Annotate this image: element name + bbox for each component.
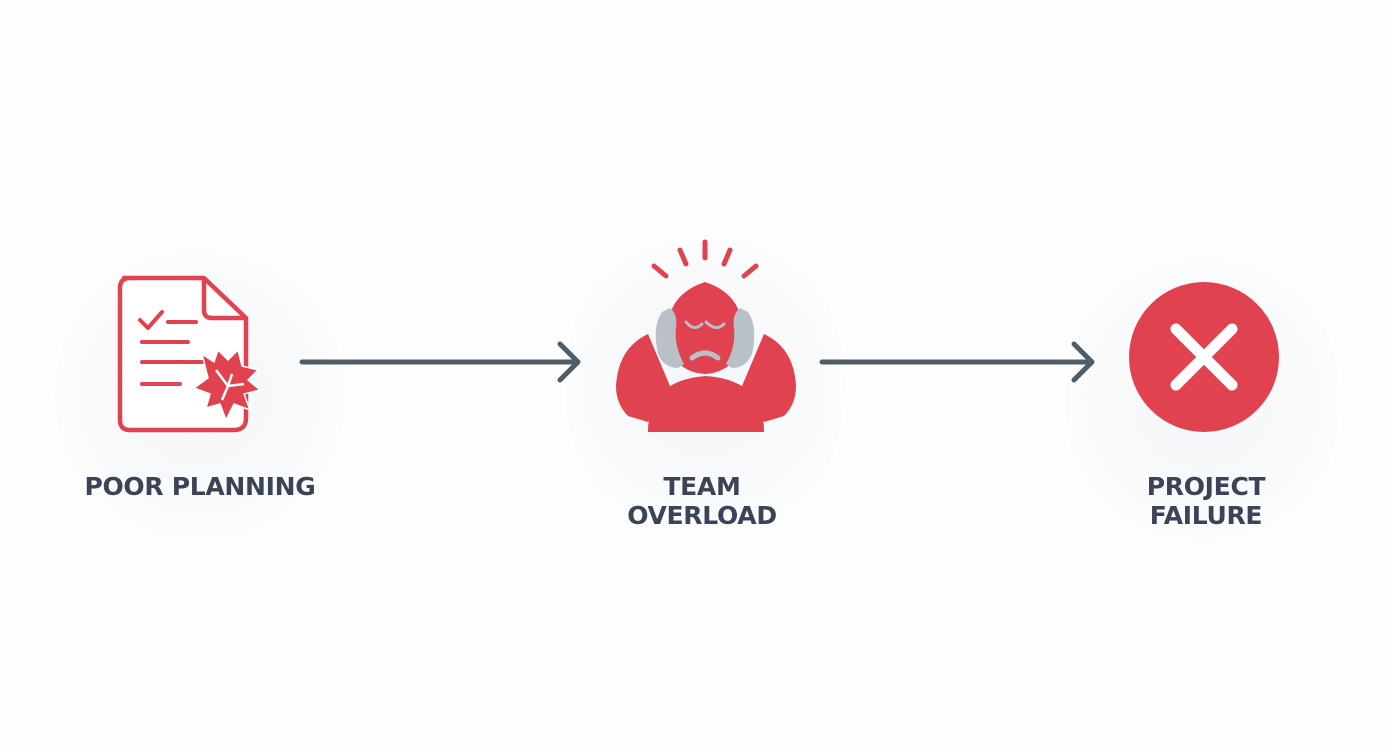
step-label-line: PROJECT [1146,472,1266,501]
step-label-line: FAILURE [1149,501,1263,530]
step-label-poor-planning: POOR PLANNING [60,472,340,501]
step-label-team-overload: TEAM OVERLOAD [562,472,842,530]
step-label-project-failure: PROJECT FAILURE [1066,472,1346,530]
step-label-line: TEAM [663,472,741,501]
x-circle-icon [1129,282,1279,432]
step-label-line: OVERLOAD [627,501,777,530]
torn-checklist-document-icon [117,275,261,433]
arrow-right-icon [299,341,581,383]
step-label-line: POOR PLANNING [84,472,316,501]
arrow-right-icon [819,341,1095,383]
stressed-person-icon [616,239,796,432]
